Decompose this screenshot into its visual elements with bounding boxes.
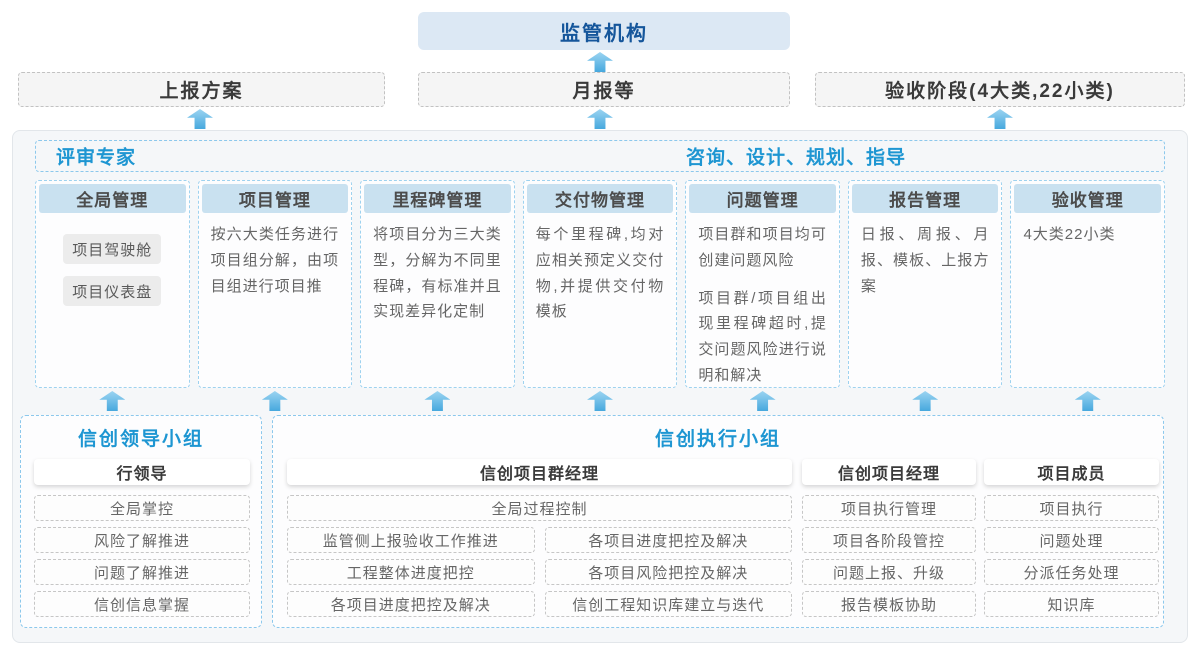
column-header: 报告管理 bbox=[851, 184, 999, 213]
up-arrow-icon bbox=[587, 52, 613, 72]
up-arrow-icon bbox=[987, 109, 1013, 129]
column-text: 项目群和项目均可创建问题风险 bbox=[698, 226, 827, 269]
up-arrow-icon bbox=[187, 109, 213, 129]
column-body: 4大类22小类 bbox=[1011, 216, 1164, 268]
project-manager-column: 信创项目经理 项目执行管理 项目各阶段管控 问题上报、升级 报告模板协助 bbox=[802, 459, 976, 617]
output-label: 月报等 bbox=[572, 81, 636, 102]
column-milestone-management: 里程碑管理 将项目分为三大类型，分解为不同里程碑，有标准并且实现差异化定制 bbox=[360, 180, 515, 388]
task-item: 各项目风险把控及解决 bbox=[544, 559, 792, 585]
task-item: 问题上报、升级 bbox=[802, 559, 976, 585]
task-item: 信创工程知识库建立与迭代 bbox=[544, 591, 792, 617]
task-item: 信创信息掌握 bbox=[34, 591, 250, 617]
column-arrow-row bbox=[35, 391, 1165, 412]
column-issue-management: 问题管理 项目群和项目均可创建问题风险 项目群/项目组出现里程碑超时,提交问题风… bbox=[685, 180, 840, 388]
up-arrow-icon bbox=[749, 391, 776, 411]
up-arrow-icon bbox=[261, 391, 288, 411]
leader-group-box: 信创领导小组 行领导 全局掌控 风险了解推进 问题了解推进 信创信息掌握 bbox=[20, 415, 262, 628]
column-deliverable-management: 交付物管理 每个里程碑,均对应相关预定义交付物,并提供交付物模板 bbox=[522, 180, 678, 388]
review-experts-label: 评审专家 bbox=[56, 147, 137, 169]
output-box-acceptance-stage: 验收阶段(4大类,22小类) bbox=[815, 72, 1185, 107]
task-item: 全局掌控 bbox=[34, 495, 250, 521]
up-arrow-icon bbox=[587, 391, 614, 411]
task-item: 监管侧上报验收工作推进 bbox=[287, 527, 535, 553]
task-item: 全局过程控制 bbox=[287, 495, 792, 521]
output-label: 验收阶段(4大类,22小类) bbox=[885, 81, 1115, 102]
task-item: 分派任务处理 bbox=[984, 559, 1159, 585]
role-header-bank-leader: 行领导 bbox=[34, 459, 250, 485]
up-arrow-icon bbox=[424, 391, 451, 411]
regulator-box: 监管机构 bbox=[418, 12, 790, 50]
role-header-project-manager: 信创项目经理 bbox=[802, 459, 976, 485]
column-header: 全局管理 bbox=[39, 184, 186, 213]
column-text: 每个里程碑,均对应相关预定义交付物,并提供交付物模板 bbox=[535, 226, 665, 321]
exec-group-title: 信创执行小组 bbox=[654, 429, 781, 450]
program-manager-column: 信创项目群经理 全局过程控制 监管侧上报验收工作推进 各项目进度把控及解决 工程… bbox=[287, 459, 792, 617]
column-body: 将项目分为三大类型，分解为不同里程碑，有标准并且实现差异化定制 bbox=[361, 216, 514, 345]
column-body: 项目驾驶舱 项目仪表盘 bbox=[36, 216, 189, 314]
consulting-design-label: 咨询、设计、规划、指导 bbox=[686, 147, 907, 169]
task-item: 问题了解推进 bbox=[34, 559, 250, 585]
exec-group-box: 信创执行小组 信创项目群经理 全局过程控制 监管侧上报验收工作推进 各项目进度把… bbox=[272, 415, 1164, 628]
bank-leader-column: 行领导 全局掌控 风险了解推进 问题了解推进 信创信息掌握 bbox=[34, 459, 250, 617]
output-label: 上报方案 bbox=[159, 81, 244, 102]
up-arrow-icon bbox=[1074, 391, 1101, 411]
task-item: 各项目进度把控及解决 bbox=[544, 527, 792, 553]
column-text: 项目群/项目组出现里程碑超时,提交问题风险进行说明和解决 bbox=[698, 289, 827, 384]
column-text: 按六大类任务进行项目组分解，由项目组进行项目推 bbox=[210, 226, 340, 295]
role-header-project-member: 项目成员 bbox=[984, 459, 1159, 485]
column-acceptance-management: 验收管理 4大类22小类 bbox=[1010, 180, 1166, 388]
task-item: 风险了解推进 bbox=[34, 527, 250, 553]
task-item: 问题处理 bbox=[984, 527, 1159, 553]
column-project-management: 项目管理 按六大类任务进行项目组分解，由项目组进行项目推 bbox=[197, 180, 353, 388]
column-header: 验收管理 bbox=[1014, 184, 1162, 213]
column-text: 日报、周报、月报、模板、上报方案 bbox=[860, 226, 990, 295]
column-header: 问题管理 bbox=[689, 184, 836, 213]
task-item: 项目执行 bbox=[984, 495, 1159, 521]
column-body: 按六大类任务进行项目组分解，由项目组进行项目推 bbox=[199, 216, 352, 319]
capability-columns: 全局管理 项目驾驶舱 项目仪表盘 项目管理 按六大类任务进行项目组分解，由项目组… bbox=[35, 180, 1166, 388]
chip-project-cockpit: 项目驾驶舱 bbox=[63, 234, 162, 264]
leader-group-title: 信创领导小组 bbox=[77, 429, 204, 450]
task-item: 工程整体进度把控 bbox=[287, 559, 535, 585]
project-member-column: 项目成员 项目执行 问题处理 分派任务处理 知识库 bbox=[984, 459, 1159, 617]
column-text: 4大类22小类 bbox=[1023, 226, 1116, 243]
column-header: 里程碑管理 bbox=[364, 184, 511, 213]
column-report-management: 报告管理 日报、周报、月报、模板、上报方案 bbox=[847, 180, 1003, 388]
program-manager-task-grid: 监管侧上报验收工作推进 各项目进度把控及解决 工程整体进度把控 各项目风险把控及… bbox=[287, 527, 792, 617]
task-item: 知识库 bbox=[984, 591, 1159, 617]
column-body: 日报、周报、月报、模板、上报方案 bbox=[849, 216, 1002, 319]
task-item: 各项目进度把控及解决 bbox=[287, 591, 535, 617]
chip-project-dashboard: 项目仪表盘 bbox=[63, 276, 162, 306]
column-body: 项目群和项目均可创建问题风险 项目群/项目组出现里程碑超时,提交问题风险进行说明… bbox=[686, 216, 839, 387]
column-text: 将项目分为三大类型，分解为不同里程碑，有标准并且实现差异化定制 bbox=[373, 226, 502, 321]
up-arrow-icon bbox=[587, 109, 613, 129]
column-body: 每个里程碑,均对应相关预定义交付物,并提供交付物模板 bbox=[524, 216, 677, 345]
regulator-label: 监管机构 bbox=[560, 22, 648, 45]
column-header: 交付物管理 bbox=[526, 184, 674, 213]
up-arrow-icon bbox=[912, 391, 939, 411]
task-item: 报告模板协助 bbox=[802, 591, 976, 617]
up-arrow-icon bbox=[99, 391, 126, 411]
task-item: 项目执行管理 bbox=[802, 495, 976, 521]
output-box-monthly-report: 月报等 bbox=[418, 72, 790, 107]
column-header: 项目管理 bbox=[201, 184, 349, 213]
role-header-program-manager: 信创项目群经理 bbox=[287, 459, 792, 485]
advisor-role-band: 评审专家 咨询、设计、规划、指导 bbox=[35, 140, 1165, 172]
output-box-report-plan: 上报方案 bbox=[18, 72, 385, 107]
task-item: 项目各阶段管控 bbox=[802, 527, 976, 553]
column-global-management: 全局管理 项目驾驶舱 项目仪表盘 bbox=[35, 180, 190, 388]
